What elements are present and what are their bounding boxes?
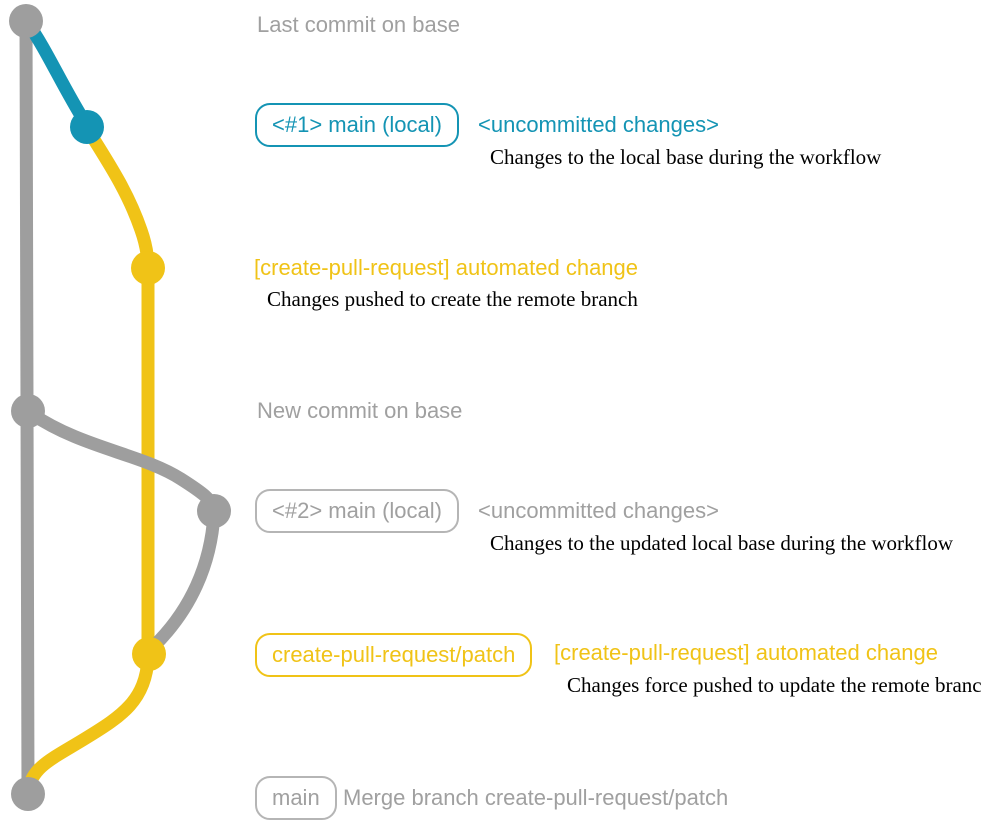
new-commit-label: New commit on base bbox=[257, 398, 463, 423]
local-main-2-badge: <#2> main (local) bbox=[255, 489, 459, 533]
patch-1-description: Changes pushed to create the remote bran… bbox=[267, 287, 638, 311]
commit-dot-patch-1 bbox=[131, 251, 165, 285]
patch-branch-curve bbox=[81, 123, 155, 275]
patch-1-title: [create-pull-request] automated change bbox=[254, 255, 639, 280]
patch-branch-badge: create-pull-request/patch bbox=[255, 633, 533, 677]
commit-dot-base-last bbox=[9, 4, 43, 38]
patch-2-description: Changes force pushed to update the remot… bbox=[567, 673, 981, 697]
commit-dot-patch-2 bbox=[132, 637, 166, 671]
local-main-2-description: Changes to the updated local base during… bbox=[490, 531, 954, 555]
local-main-branch-curve bbox=[20, 15, 94, 134]
commit-dot-local-main-2 bbox=[197, 494, 231, 528]
local-main-1-badge: <#1> main (local) bbox=[255, 103, 459, 147]
local-main-2-title: <uncommitted changes> bbox=[478, 498, 719, 523]
commit-dot-local-main-1 bbox=[70, 110, 104, 144]
commit-dot-base-new bbox=[11, 394, 45, 428]
git-graph bbox=[9, 4, 231, 811]
local-main-rebase-curve bbox=[25, 407, 221, 516]
local-main-1-description: Changes to the local base during the wor… bbox=[490, 145, 882, 169]
local-main-1-title: <uncommitted changes> bbox=[478, 112, 719, 137]
patch-merge-curve bbox=[21, 651, 155, 797]
last-commit-label: Last commit on base bbox=[257, 12, 460, 37]
local-main-reset-curve bbox=[146, 507, 221, 654]
main-branch-badge: main bbox=[255, 776, 337, 820]
commit-dot-merge bbox=[11, 777, 45, 811]
merge-commit-label: Merge branch create-pull-request/patch bbox=[343, 785, 729, 810]
patch-2-title: [create-pull-request] automated change bbox=[554, 640, 939, 665]
